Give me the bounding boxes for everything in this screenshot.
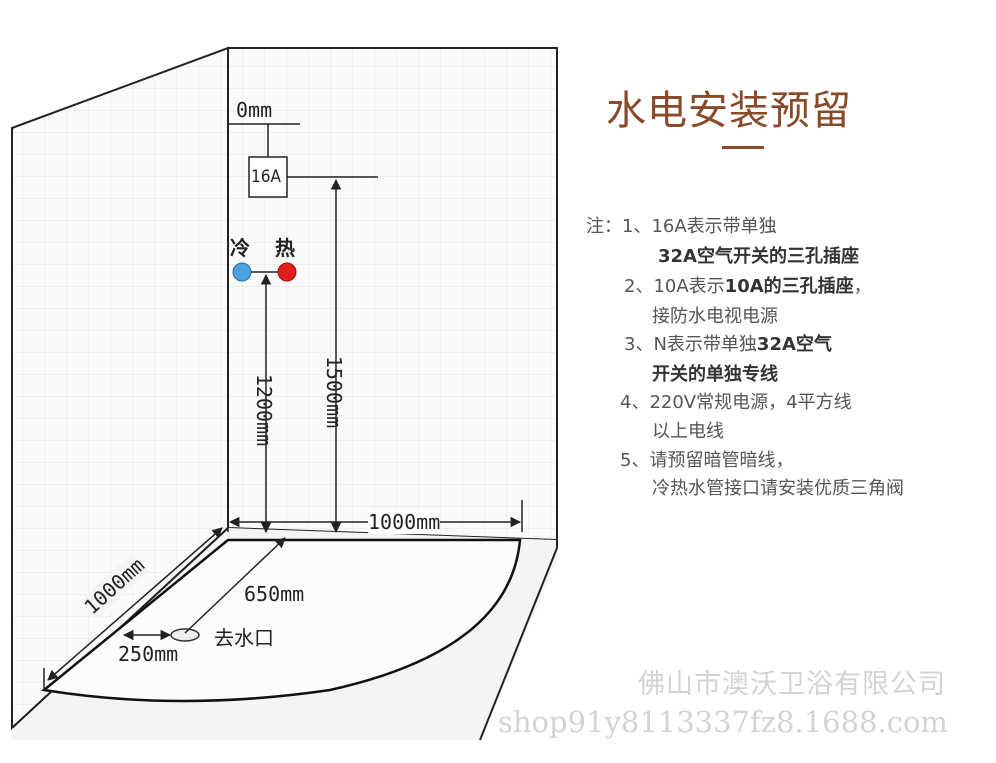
note-2b: 接防水电视电源 bbox=[652, 306, 778, 327]
watermark-company: 佛山市澳沃卫浴有限公司 bbox=[638, 669, 946, 700]
cold-label: 冷 bbox=[230, 236, 250, 260]
hot-label: 热 bbox=[275, 236, 295, 260]
page-title: 水电安装预留 bbox=[606, 88, 852, 134]
note-2a: 2、10A表示10A的三孔插座， bbox=[624, 276, 872, 297]
drain bbox=[170, 628, 200, 642]
note-3a: 3、N表示带单独32A空气 bbox=[624, 334, 832, 355]
note-5b: 冷热水管接口请安装优质三角阀 bbox=[652, 478, 904, 499]
socket-label: 16A bbox=[251, 167, 281, 187]
offset-label: 0mm bbox=[236, 98, 273, 122]
drain-distance-label: 650mm bbox=[244, 582, 305, 606]
height-socket-label: 1500mm bbox=[322, 355, 347, 429]
drain-label: 去水口 bbox=[214, 626, 274, 650]
note-4a: 4、220V常规电源，4平方线 bbox=[620, 392, 852, 413]
socket-16a bbox=[248, 156, 288, 198]
note-4b: 以上电线 bbox=[652, 421, 724, 442]
note-3b: 开关的单独专线 bbox=[652, 364, 778, 385]
cold-water-point bbox=[232, 262, 252, 282]
watermark-shop: shop91y8113337fz8.1688.com bbox=[498, 705, 948, 739]
note-1b: 32A空气开关的三孔插座 bbox=[658, 246, 859, 267]
hot-water-point bbox=[277, 262, 297, 282]
title-rule bbox=[722, 146, 764, 149]
width-back-label: 1000mm bbox=[368, 510, 441, 534]
note-1a: 注：1、16A表示带单独 bbox=[586, 216, 777, 237]
back-wall bbox=[227, 47, 558, 542]
note-5a: 5、请预留暗管暗线， bbox=[620, 450, 794, 471]
height-water-label: 1200mm bbox=[252, 373, 277, 447]
drain-offset-label: 250mm bbox=[118, 642, 179, 666]
